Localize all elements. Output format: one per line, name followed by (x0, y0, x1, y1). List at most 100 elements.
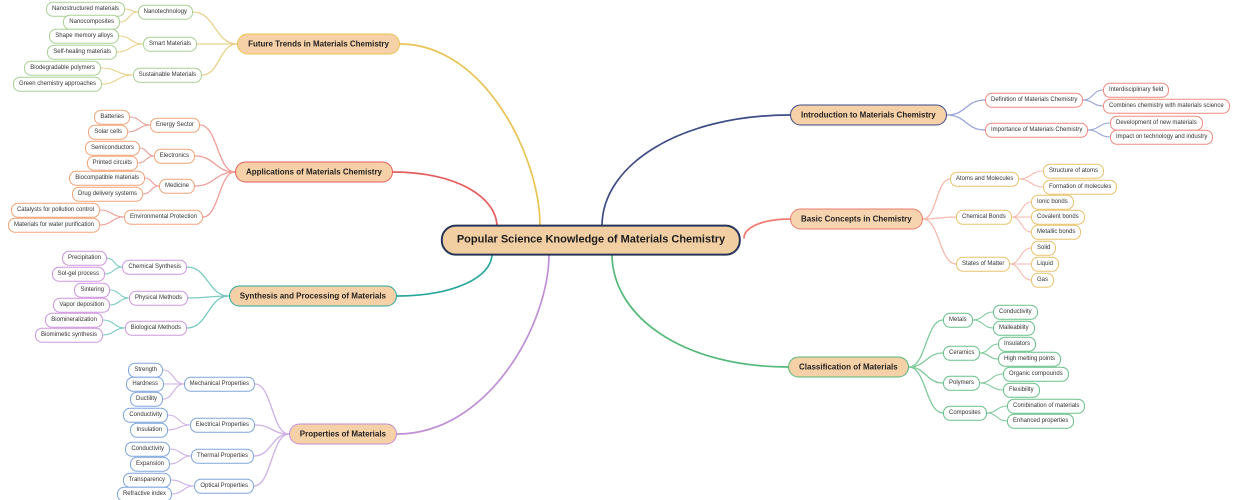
connector (396, 253, 493, 297)
leaf-conductivity[interactable]: Conductivity (123, 407, 168, 423)
subtopic-medicine[interactable]: Medicine (158, 178, 195, 194)
leaf-combination-of-materials[interactable]: Combination of materials (1007, 398, 1086, 414)
leaf-solar-cells[interactable]: Solar cells (88, 124, 128, 140)
subtopic-composites[interactable]: Composites (943, 405, 987, 421)
connector (124, 8, 139, 13)
leaf-combines-chemistry-with-materials-science[interactable]: Combines chemistry with materials scienc… (1103, 98, 1230, 114)
subtopic-mechanical-properties[interactable]: Mechanical Properties (183, 376, 255, 392)
subtopic-atoms-and-molecules[interactable]: Atoms and Molecules (950, 171, 1020, 187)
subtopic-chemical-bonds[interactable]: Chemical Bonds (956, 209, 1012, 225)
connector (1082, 99, 1104, 107)
main-topic-future-trends-in-materials-chemistry[interactable]: Future Trends in Materials Chemistry (237, 33, 400, 55)
leaf-enhanced-properties[interactable]: Enhanced properties (1007, 413, 1075, 429)
connector (986, 405, 1008, 414)
main-topic-classification-of-materials[interactable]: Classification of Materials (788, 356, 909, 378)
leaf-solid[interactable]: Solid (1031, 240, 1057, 256)
subtopic-definition-of-materials-chemistry[interactable]: Definition of Materials Chemistry (985, 92, 1084, 108)
connector (118, 35, 144, 45)
leaf-gas[interactable]: Gas (1031, 272, 1055, 288)
leaf-interdisciplinary-field[interactable]: Interdisciplinary field (1103, 82, 1170, 98)
connector (99, 216, 125, 226)
main-topic-synthesis-and-processing-of-materials[interactable]: Synthesis and Processing of Materials (228, 285, 397, 307)
leaf-printed-circuits[interactable]: Printed circuits (86, 155, 138, 171)
leaf-refractive-index[interactable]: Refractive index (116, 486, 172, 500)
connector (104, 266, 123, 275)
leaf-strength[interactable]: Strength (128, 362, 163, 378)
subtopic-importance-of-materials-chemistry[interactable]: Importance of Materials Chemistry (985, 122, 1089, 138)
subtopic-smart-materials[interactable]: Smart Materials (142, 36, 197, 52)
leaf-hardness[interactable]: Hardness (126, 376, 164, 392)
leaf-biomineralization[interactable]: Biomineralization (45, 312, 103, 328)
subtopic-polymers[interactable]: Polymers (943, 375, 981, 391)
leaf-drug-delivery-systems[interactable]: Drug delivery systems (71, 186, 143, 202)
leaf-covalent-bonds[interactable]: Covalent bonds (1031, 209, 1085, 225)
connector (1011, 216, 1032, 233)
leaf-conductivity[interactable]: Conductivity (993, 304, 1038, 320)
leaf-organic-compounds[interactable]: Organic compounds (1003, 366, 1069, 382)
leaf-formation-of-molecules[interactable]: Formation of molecules (1043, 179, 1118, 195)
main-topic-introduction-to-materials-chemistry[interactable]: Introduction to Materials Chemistry (790, 104, 947, 126)
connector (979, 352, 999, 360)
leaf-sol-gel-process[interactable]: Sol-gel process (51, 266, 105, 282)
leaf-vapor-deposition[interactable]: Vapor deposition (53, 297, 110, 313)
leaf-transparency[interactable]: Transparency (122, 472, 171, 488)
leaf-structure-of-atoms[interactable]: Structure of atoms (1043, 163, 1105, 179)
leaf-sintering[interactable]: Sintering (74, 282, 110, 298)
subtopic-chemical-synthesis[interactable]: Chemical Synthesis (122, 259, 187, 275)
main-topic-properties-of-materials[interactable]: Properties of Materials (288, 423, 397, 445)
leaf-ductility[interactable]: Ductility (129, 391, 163, 407)
leaf-flexibility[interactable]: Flexibility (1003, 382, 1040, 398)
subtopic-environmental-protection[interactable]: Environmental Protection (123, 209, 203, 225)
leaf-nanocomposites[interactable]: Nanocomposites (63, 14, 120, 30)
leaf-impact-on-technology-and-industry[interactable]: Impact on technology and industry (1110, 129, 1214, 145)
leaf-development-of-new-materials[interactable]: Development of new materials (1110, 115, 1203, 131)
leaf-catalysts-for-pollution-control[interactable]: Catalysts for pollution control (10, 202, 100, 218)
leaf-biodegradable-polymers[interactable]: Biodegradable polymers (24, 60, 101, 76)
leaf-materials-for-water-purification[interactable]: Materials for water purification (7, 217, 100, 233)
connector (908, 366, 944, 414)
subtopic-ceramics[interactable]: Ceramics (943, 345, 981, 361)
connector (396, 253, 550, 435)
leaf-self-healing-materials[interactable]: Self-healing materials (47, 44, 117, 60)
leaf-insulation[interactable]: Insulation (130, 422, 168, 438)
leaf-precipitation[interactable]: Precipitation (61, 250, 107, 266)
leaf-metallic-bonds[interactable]: Metallic bonds (1031, 224, 1082, 240)
leaf-malleability[interactable]: Malleability (993, 320, 1035, 336)
connector (908, 319, 944, 368)
leaf-expansion[interactable]: Expansion (129, 456, 170, 472)
leaf-ionic-bonds[interactable]: Ionic bonds (1031, 194, 1074, 210)
subtopic-states-of-matter[interactable]: States of Matter (956, 256, 1011, 272)
main-topic-basic-concepts-in-chemistry[interactable]: Basic Concepts in Chemistry (790, 208, 923, 230)
leaf-batteries[interactable]: Batteries (94, 109, 130, 125)
subtopic-energy-sector[interactable]: Energy Sector (149, 117, 200, 133)
subtopic-optical-properties[interactable]: Optical Properties (194, 478, 254, 494)
subtopic-biological-methods[interactable]: Biological Methods (124, 320, 187, 336)
connector (1009, 247, 1032, 265)
connector (170, 479, 195, 487)
leaf-biomimetic-synthesis[interactable]: Biomimetic synthesis (34, 327, 103, 343)
leaf-insulators[interactable]: Insulators (998, 336, 1037, 352)
leaf-biocompatible-materials[interactable]: Biocompatible materials (69, 170, 145, 186)
leaf-high-melting-points[interactable]: High melting points (998, 351, 1062, 367)
leaf-liquid[interactable]: Liquid (1031, 256, 1060, 272)
subtopic-electronics[interactable]: Electronics (153, 148, 195, 164)
connector (254, 383, 290, 435)
central-topic[interactable]: Popular Science Knowledge of Materials C… (440, 224, 742, 256)
leaf-semiconductors[interactable]: Semiconductors (84, 140, 140, 156)
connector (986, 412, 1008, 422)
connector (922, 218, 957, 265)
connector (99, 209, 125, 218)
subtopic-nanotechnology[interactable]: Nanotechnology (137, 4, 193, 20)
subtopic-physical-methods[interactable]: Physical Methods (128, 290, 188, 306)
leaf-conductivity[interactable]: Conductivity (125, 441, 170, 457)
leaf-shape-memory-alloys[interactable]: Shape memory alloys (49, 28, 119, 44)
main-topic-applications-of-materials-chemistry[interactable]: Applications of Materials Chemistry (234, 161, 393, 183)
connector (946, 99, 986, 116)
subtopic-thermal-properties[interactable]: Thermal Properties (190, 448, 254, 464)
leaf-green-chemistry-approaches[interactable]: Green chemistry approaches (12, 76, 102, 92)
subtopic-metals[interactable]: Metals (943, 312, 973, 328)
subtopic-electrical-properties[interactable]: Electrical Properties (189, 417, 255, 433)
connector (946, 114, 986, 131)
subtopic-sustainable-materials[interactable]: Sustainable Materials (132, 67, 202, 83)
